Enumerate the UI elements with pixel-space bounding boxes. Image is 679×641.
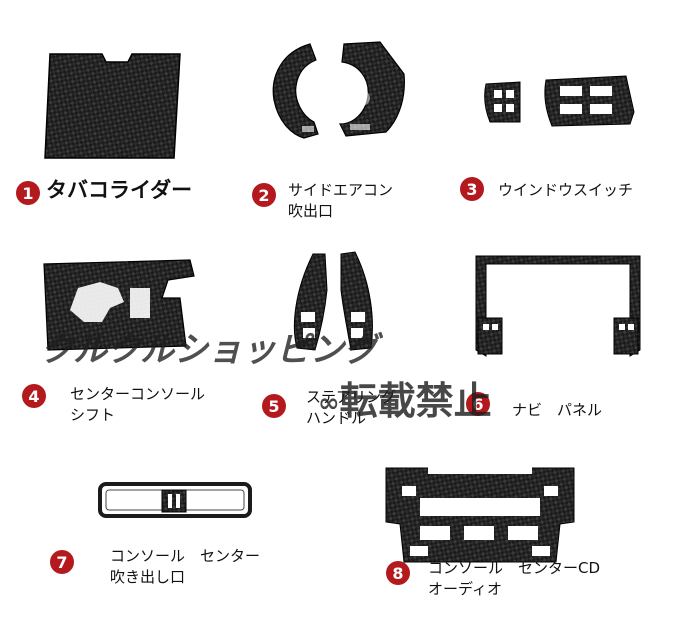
item-3-number-badge: 3: [460, 177, 484, 201]
shop-watermark: クルクルショッピング: [40, 330, 378, 370]
item-3-label: ウインドウスイッチ: [498, 180, 633, 201]
part-4-center-console-shift-image: [43, 259, 195, 351]
part-2-side-aircon-vents-image: [272, 41, 405, 139]
item-1-label: タバコライダー: [46, 180, 192, 201]
item-3-label-line-1: ウインドウスイッチ: [498, 181, 634, 199]
item-1-label-line-1: タバコライダー: [46, 178, 193, 202]
part-5-steering-wheel-trim-image: [293, 251, 373, 351]
item-4-number-badge: 4: [22, 384, 46, 408]
item-2-number-badge: 2: [252, 183, 276, 207]
item-2-label-line-1: サイドエアコン: [288, 181, 394, 199]
part-6-navi-panel-image: [475, 255, 641, 357]
item-4-label: センターコンソール シフト: [70, 384, 205, 426]
part-3-window-switch-panels-image: [484, 75, 635, 127]
item-8-label: コンソール センターCD オーディオ: [428, 558, 600, 600]
item-8-label-line-2: オーディオ: [428, 580, 502, 598]
item-6-label-line-1: ナビ パネル: [512, 401, 603, 419]
item-7-label-line-1: コンソール センター: [110, 547, 261, 565]
item-6-label: ナビ パネル: [512, 400, 602, 421]
item-2-label: サイドエアコン 吹出口: [288, 180, 393, 222]
part-1-tobacco-lighter-image: [44, 53, 181, 159]
part-8-center-cd-audio-panel-image: [385, 464, 575, 563]
item-5-label-line-1: ステアリング: [306, 388, 397, 406]
item-8-label-line-1: コンソール センターCD: [428, 559, 601, 577]
item-8-number-badge: 8: [386, 561, 410, 585]
part-7-console-vent-trim-image: [98, 482, 252, 518]
item-5-label: ステアリング ハンドル: [306, 387, 396, 429]
item-1-number-badge: 1: [16, 181, 40, 205]
item-5-number-badge: 5: [262, 394, 286, 418]
item-7-number-badge: 7: [50, 550, 74, 574]
item-4-label-line-2: シフト: [70, 406, 116, 424]
no-reprint-text: 転載禁止: [339, 379, 492, 423]
item-4-label-line-1: センターコンソール: [70, 385, 206, 403]
item-2-label-line-2: 吹出口: [288, 202, 334, 220]
no-reprint-watermark: ∞転載禁止: [318, 370, 492, 425]
item-7-label: コンソール センター 吹き出し口: [110, 546, 260, 588]
item-5-label-line-2: ハンドル: [306, 409, 367, 427]
item-6-number-badge: 6: [466, 392, 490, 416]
copy-loop-icon: ∞: [318, 388, 340, 419]
item-7-label-line-2: 吹き出し口: [110, 568, 186, 586]
